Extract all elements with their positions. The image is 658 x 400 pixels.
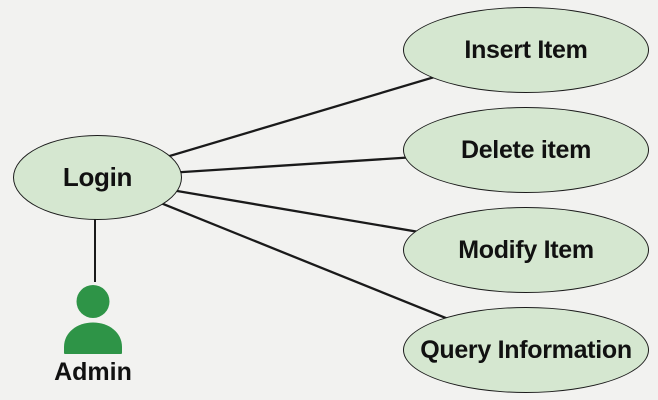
actor-person-icon — [64, 285, 122, 354]
use-case-login: Login — [13, 135, 182, 220]
person-head — [76, 285, 110, 318]
use-case-label: Query Information — [420, 335, 632, 364]
use-case-delete-item: Delete item — [403, 107, 649, 193]
use-case-label: Insert Item — [464, 35, 588, 64]
use-case-label: Delete item — [460, 135, 592, 164]
use-case-insert-item: Insert Item — [403, 7, 649, 93]
use-case-query-information: Query Information — [403, 307, 649, 393]
use-case-label: Modify Item — [458, 235, 594, 264]
actor-name-label: Admin — [54, 358, 132, 386]
use-case-modify-item: Modify Item — [403, 207, 649, 293]
person-body — [64, 322, 122, 354]
use-case-label: Login — [62, 162, 133, 192]
